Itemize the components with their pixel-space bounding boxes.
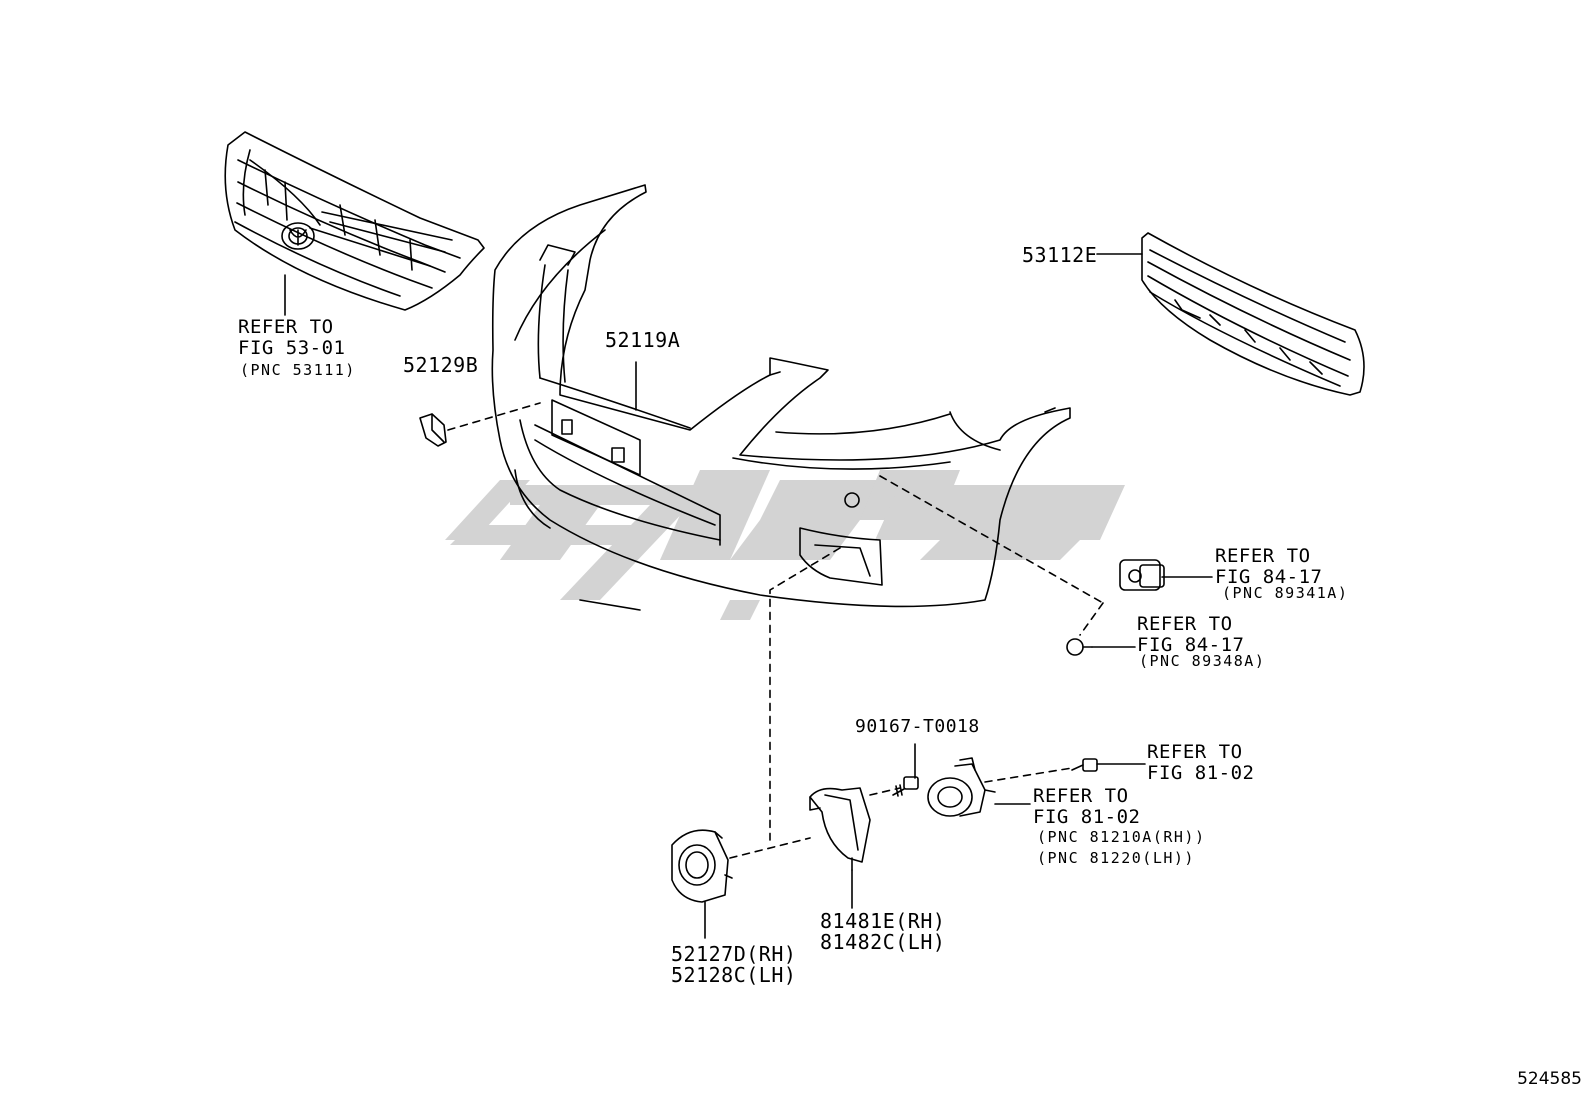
upper-grille (224, 131, 485, 316)
parking-sensor-parts (1066, 559, 1165, 656)
label-52129B: 52129B (403, 353, 479, 377)
label-fog-lamp-pnc-lh: (PNC 81220(LH)) (1037, 849, 1195, 867)
label-sensor-refer: REFER TO FIG 84-17 (1137, 613, 1245, 656)
label-fog-lamp-refer: REFER TO FIG 81-02 (1033, 785, 1141, 828)
label-fog-cover: 52127D(RH) 52128C(LH) (671, 942, 797, 987)
label-grille-pnc: (PNC 53111) (240, 361, 356, 379)
leader-lines (635, 253, 1213, 939)
fog-bracket (809, 787, 871, 871)
fog-lamp (927, 757, 996, 817)
fog-cover (671, 829, 733, 903)
label-53112E: 53112E (1022, 243, 1098, 267)
label-screw: 90167-T0018 (855, 716, 980, 737)
logo-watermark (445, 470, 1125, 620)
label-sensor-pnc: (PNC 89348A) (1139, 652, 1266, 670)
assembly-dashed-lines (447, 402, 1104, 859)
label-52119A: 52119A (605, 328, 681, 352)
label-bulb-refer: REFER TO FIG 81-02 (1147, 741, 1255, 784)
screw (892, 776, 919, 797)
front-bumper-cover (491, 184, 1071, 611)
lower-grille (1141, 232, 1365, 396)
diagram-id: 524585 (1517, 1069, 1582, 1089)
label-sensor-bracket-refer: REFER TO FIG 84-17 (1215, 545, 1323, 588)
label-grille-refer: REFER TO FIG 53-01 (238, 316, 346, 359)
label-fog-lamp-pnc-rh: (PNC 81210A(RH)) (1037, 828, 1206, 846)
label-sensor-bracket-pnc: (PNC 89341A) (1222, 584, 1349, 602)
label-fog-bracket: 81481E(RH) 81482C(LH) (820, 909, 946, 954)
fog-bulb (1071, 758, 1098, 772)
diagram-lines (224, 131, 1365, 939)
clip-52129B (419, 413, 447, 447)
